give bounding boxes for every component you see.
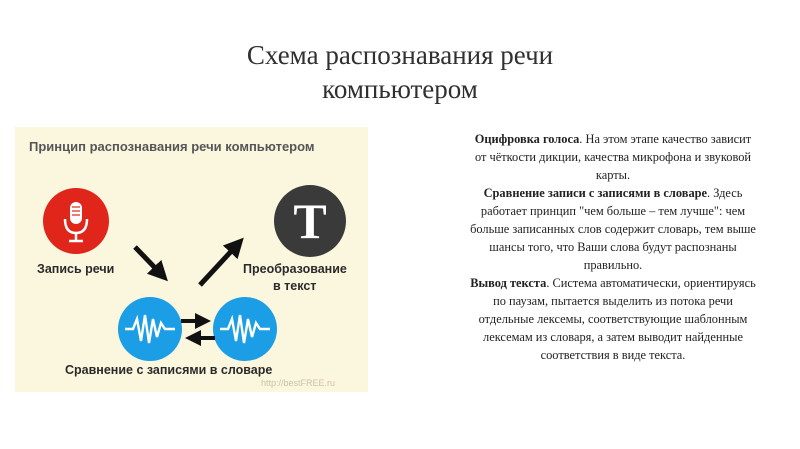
- microphone-icon: [43, 188, 109, 254]
- transform-label-line-1: Преобразование: [243, 262, 347, 276]
- step-1-text: . На этом этапе качество зависит от чётк…: [474, 132, 752, 182]
- diagram-canvas: Принцип распознавания речи компьютером З…: [29, 139, 347, 388]
- step-2-paragraph: Сравнение записи с записями в словаре. З…: [470, 184, 756, 274]
- slide-title-line-2: компьютером: [322, 74, 478, 104]
- diagram-header: Принцип распознавания речи компьютером: [29, 139, 315, 154]
- record-label: Запись речи: [37, 262, 114, 276]
- transform-label-line-2: в текст: [273, 279, 316, 293]
- step-3-paragraph: Вывод текста. Система автоматически, ори…: [470, 274, 756, 364]
- step-3-text: . Система автоматически, ориентируясь по…: [478, 276, 756, 362]
- slide-title-line-1: Схема распознавания речи: [246, 40, 554, 70]
- arrow-to-text: [198, 237, 244, 287]
- sound-wave-icon: [213, 297, 277, 361]
- text-t-icon: T: [274, 185, 346, 257]
- speech-recognition-diagram: Принцип распознавания речи компьютером З…: [15, 127, 368, 392]
- step-2-text: . Здесь работает принцип "чем больше – т…: [470, 186, 756, 272]
- step-1-title: Оцифровка голоса: [474, 132, 580, 146]
- watermark: http://bestFREE.ru: [261, 378, 335, 388]
- compare-label: Сравнение с записями в словаре: [65, 363, 272, 377]
- description-text: Оцифровка голоса. На этом этапе качество…: [470, 130, 756, 364]
- step-2-title: Сравнение записи с записями в словаре: [483, 186, 708, 200]
- step-1-paragraph: Оцифровка голоса. На этом этапе качество…: [470, 130, 756, 184]
- text-t-glyph: T: [293, 193, 326, 249]
- arrow-to-compare: [133, 245, 168, 282]
- slide-title: Схема распознавания речи компьютером: [0, 38, 800, 106]
- sound-wave-icon: [118, 297, 182, 361]
- step-3-title: Вывод текста: [470, 276, 547, 290]
